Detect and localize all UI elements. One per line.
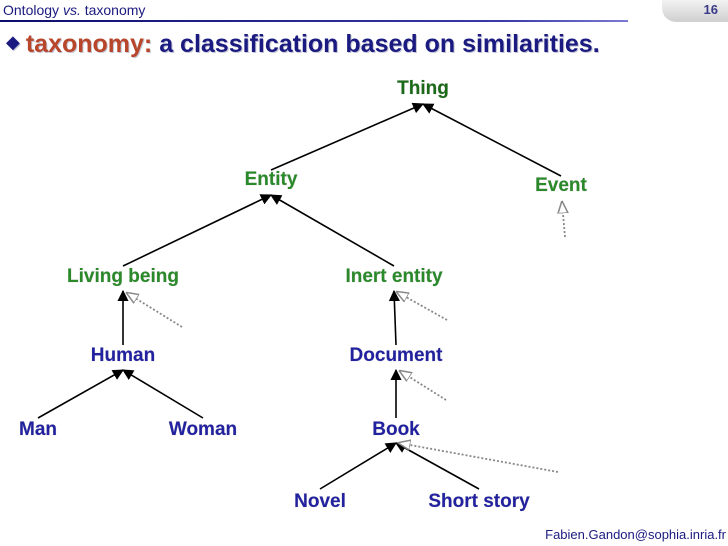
dotted-pointer-inert (397, 292, 448, 321)
node-living: Living being (67, 266, 179, 287)
edge-man-to-human (37, 369, 124, 419)
edge-event-to-thing (422, 103, 562, 177)
page-badge (662, 0, 728, 22)
edge-document-to-inert (388, 289, 400, 346)
slide-title-part2: taxonomy (80, 2, 146, 18)
title-rule (0, 20, 628, 22)
node-thing: Thing (397, 78, 449, 99)
node-document: Document (350, 345, 444, 366)
node-inert: Inert entity (345, 266, 443, 287)
bullet-definition: a classification based on similarities. (152, 30, 600, 58)
node-novel: Novel (294, 491, 346, 512)
bullet-term: taxonomy: (25, 30, 153, 58)
diamond-bullet-icon: ◆ (6, 32, 20, 52)
slide-title: Ontology vs. taxonomy (3, 2, 145, 18)
edge-inert-to-entity (270, 194, 395, 267)
author-email: Fabien.Gandon@sophia.inria.fr (545, 527, 726, 542)
node-woman: Woman (169, 419, 237, 440)
node-short: Short story (428, 491, 530, 512)
page-number: 16 (703, 2, 718, 17)
dotted-pointer-document (400, 371, 447, 401)
node-man: Man (19, 419, 57, 440)
dotted-pointer-event (562, 202, 565, 238)
edge-entity-to-thing (270, 102, 425, 171)
edge-novel-to-book (319, 442, 397, 490)
slide-title-italic: vs. (62, 2, 81, 18)
dotted-pointer-book (399, 443, 559, 473)
dotted-pointer-living (127, 293, 183, 328)
bullet-line: ◆taxonomy: a classification based on sim… (6, 30, 600, 59)
node-event: Event (535, 175, 587, 196)
slide-title-part1: Ontology (3, 2, 63, 18)
node-human: Human (91, 345, 155, 366)
edge-short-to-book (395, 442, 480, 490)
edge-woman-to-human (122, 369, 204, 419)
node-entity: Entity (245, 169, 298, 190)
node-book: Book (372, 419, 420, 440)
edge-living-to-entity (122, 194, 273, 267)
